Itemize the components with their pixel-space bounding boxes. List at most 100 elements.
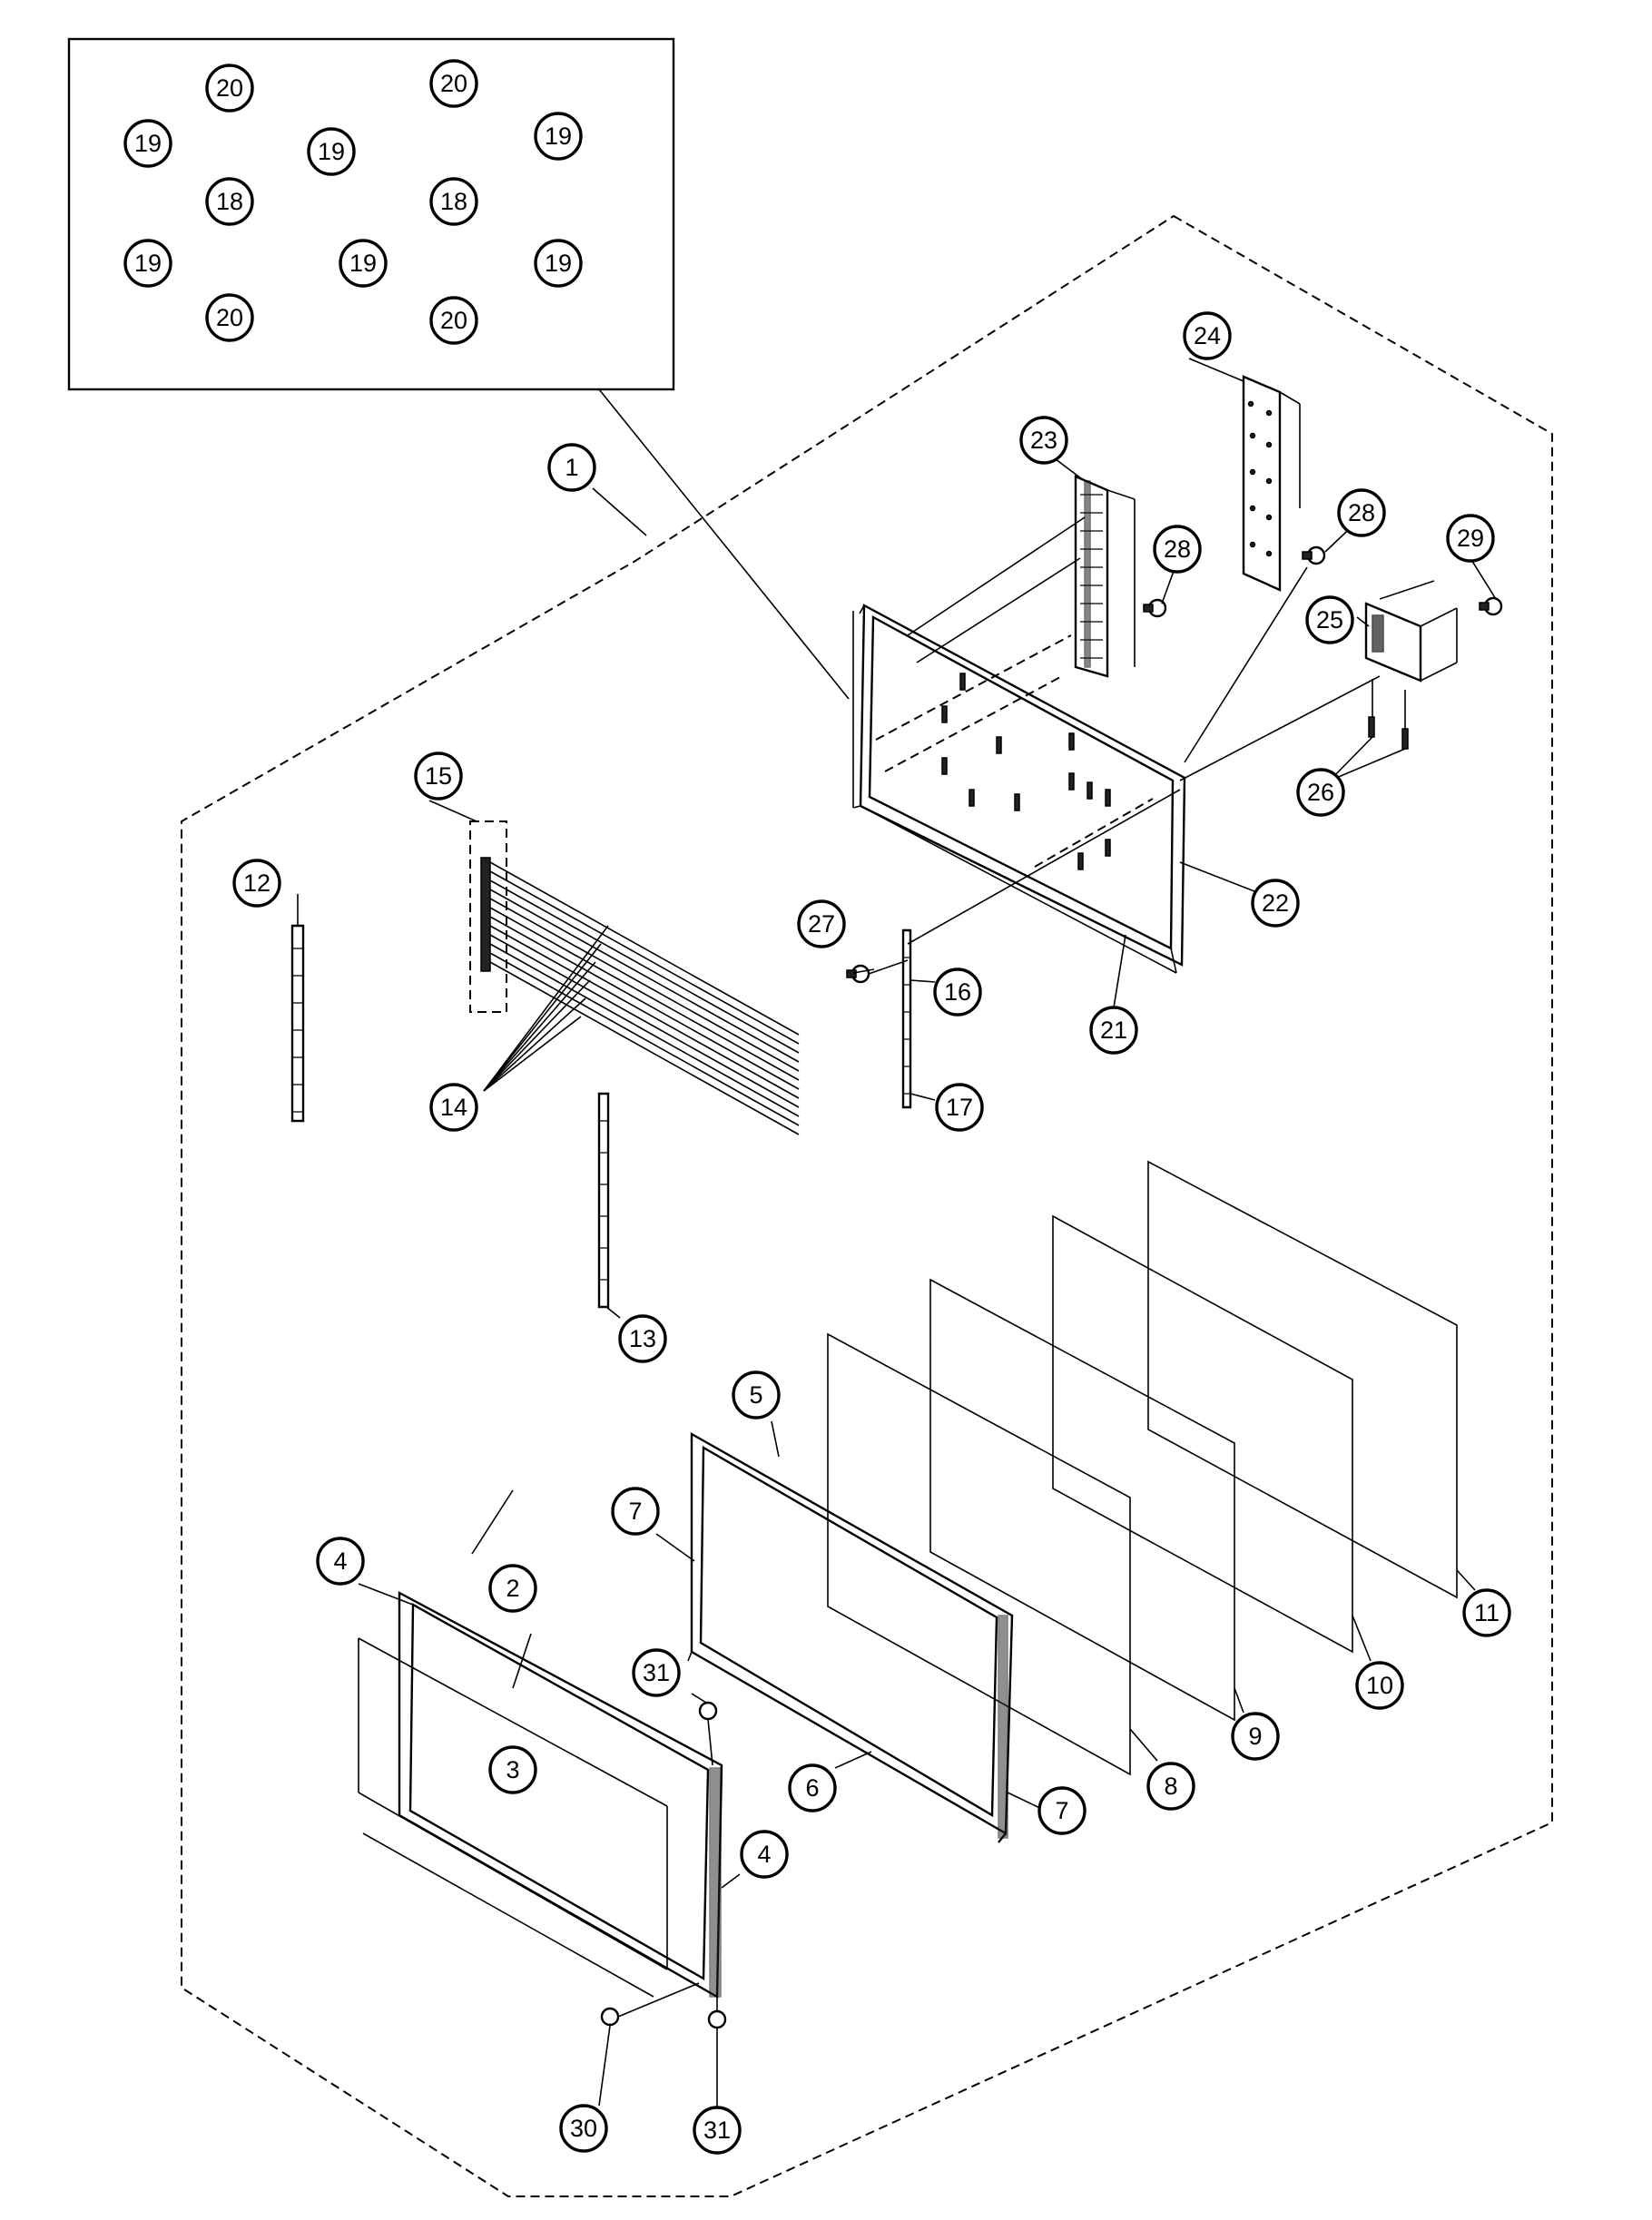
- callout-6: 6: [788, 1763, 837, 1812]
- callout-21: 21: [1089, 1006, 1138, 1055]
- callout-5: 5: [732, 1370, 781, 1419]
- callout-10: 10: [1355, 1661, 1404, 1710]
- svg-text:19: 19: [545, 123, 572, 150]
- screw-29: [1479, 596, 1503, 616]
- callout-30: 30: [559, 2104, 608, 2153]
- svg-text:19: 19: [134, 130, 162, 157]
- svg-text:31: 31: [703, 2117, 731, 2144]
- inset-callouts: 20 20 19 19 19 18 18 19 19 19 20 20: [123, 59, 583, 345]
- svg-text:14: 14: [440, 1094, 467, 1121]
- callout-31: 31: [632, 1648, 681, 1697]
- svg-text:1: 1: [565, 454, 578, 481]
- connectors-26: [1368, 679, 1409, 750]
- svg-text:25: 25: [1316, 606, 1343, 634]
- svg-text:21: 21: [1100, 1017, 1127, 1044]
- svg-text:20: 20: [440, 70, 467, 97]
- screw-28a: [1143, 598, 1167, 618]
- bar-16-17: [901, 928, 912, 1109]
- svg-text:26: 26: [1307, 779, 1334, 806]
- optical-sheets: [827, 1160, 1458, 1776]
- screw-31b: [707, 1992, 727, 2029]
- svg-text:10: 10: [1366, 1672, 1393, 1699]
- svg-text:19: 19: [349, 250, 377, 277]
- bar-13: [597, 1092, 610, 1309]
- inset-callout-19: 19: [534, 239, 583, 288]
- svg-text:2: 2: [506, 1575, 519, 1602]
- callout-23: 23: [1019, 416, 1068, 465]
- svg-text:29: 29: [1457, 525, 1484, 552]
- screw-30: [600, 1982, 700, 2027]
- callout-1-leader: [592, 487, 647, 536]
- inset-callout-20: 20: [205, 64, 254, 113]
- svg-text:7: 7: [1055, 1797, 1068, 1824]
- callout-4: 4: [740, 1830, 789, 1879]
- lamp-cables-14-15: [469, 820, 800, 1135]
- svg-text:7: 7: [628, 1498, 642, 1525]
- svg-text:15: 15: [425, 762, 452, 790]
- svg-text:4: 4: [757, 1841, 771, 1868]
- svg-text:5: 5: [749, 1381, 762, 1409]
- svg-text:23: 23: [1030, 427, 1057, 454]
- svg-text:16: 16: [944, 978, 971, 1006]
- svg-text:28: 28: [1164, 535, 1191, 563]
- svg-text:11: 11: [1474, 1599, 1500, 1626]
- inset-callout-18: 18: [429, 177, 478, 226]
- callout-3: 3: [488, 1745, 537, 1794]
- inset-callout-18: 18: [205, 177, 254, 226]
- callout-24: 24: [1183, 311, 1232, 360]
- callout-11: 11: [1462, 1588, 1511, 1637]
- callout-22: 22: [1251, 879, 1300, 928]
- svg-text:18: 18: [440, 188, 467, 215]
- svg-text:4: 4: [333, 1547, 347, 1575]
- callout-1: 1: [547, 443, 596, 492]
- svg-text:12: 12: [243, 869, 270, 897]
- callout-12: 12: [232, 859, 281, 908]
- inset-callout-20: 20: [205, 293, 254, 342]
- callout-15: 15: [414, 751, 463, 801]
- callout-leaders: [297, 358, 1497, 2107]
- callout-31: 31: [693, 2106, 742, 2155]
- rear-chassis-frame: [852, 516, 1381, 974]
- inset-callout-20: 20: [429, 59, 478, 108]
- inset-callout-20: 20: [429, 296, 478, 345]
- board-25: [1364, 580, 1458, 683]
- svg-text:19: 19: [545, 250, 572, 277]
- svg-text:24: 24: [1194, 322, 1221, 349]
- board-24: [1242, 375, 1301, 592]
- svg-text:13: 13: [629, 1325, 656, 1352]
- callout-29: 29: [1446, 514, 1495, 563]
- callout-9: 9: [1231, 1712, 1280, 1761]
- bar-12: [290, 924, 305, 1123]
- inset-box: [67, 37, 850, 700]
- assembly-boundary: [181, 214, 1553, 2197]
- callout-14: 14: [429, 1083, 478, 1132]
- inset-callout-19: 19: [123, 239, 172, 288]
- svg-text:19: 19: [318, 138, 345, 165]
- callout-28: 28: [1153, 525, 1202, 574]
- screw-27: [846, 959, 909, 984]
- callout-26: 26: [1296, 768, 1345, 817]
- svg-text:18: 18: [216, 188, 243, 215]
- svg-text:20: 20: [440, 307, 467, 334]
- svg-text:20: 20: [216, 304, 243, 331]
- callout-17: 17: [935, 1083, 984, 1132]
- svg-text:6: 6: [805, 1774, 819, 1802]
- svg-text:20: 20: [216, 74, 243, 102]
- callout-7: 7: [611, 1487, 660, 1536]
- svg-text:17: 17: [946, 1094, 973, 1121]
- inset-callout-19: 19: [123, 119, 172, 168]
- callout-28: 28: [1337, 488, 1386, 537]
- inset-callout-19: 19: [339, 239, 388, 288]
- inset-callout-19: 19: [307, 127, 356, 176]
- callout-8: 8: [1146, 1762, 1195, 1811]
- callout-16: 16: [933, 968, 982, 1017]
- frame-5-6-7: [687, 1431, 1014, 1843]
- board-23: [1074, 475, 1136, 678]
- callout-13: 13: [618, 1314, 667, 1363]
- svg-text:3: 3: [506, 1756, 519, 1783]
- inset-callout-19: 19: [534, 112, 583, 161]
- callout-25: 25: [1305, 595, 1354, 644]
- svg-text:19: 19: [134, 250, 162, 277]
- callout-7: 7: [1037, 1786, 1087, 1835]
- callout-4: 4: [316, 1537, 365, 1586]
